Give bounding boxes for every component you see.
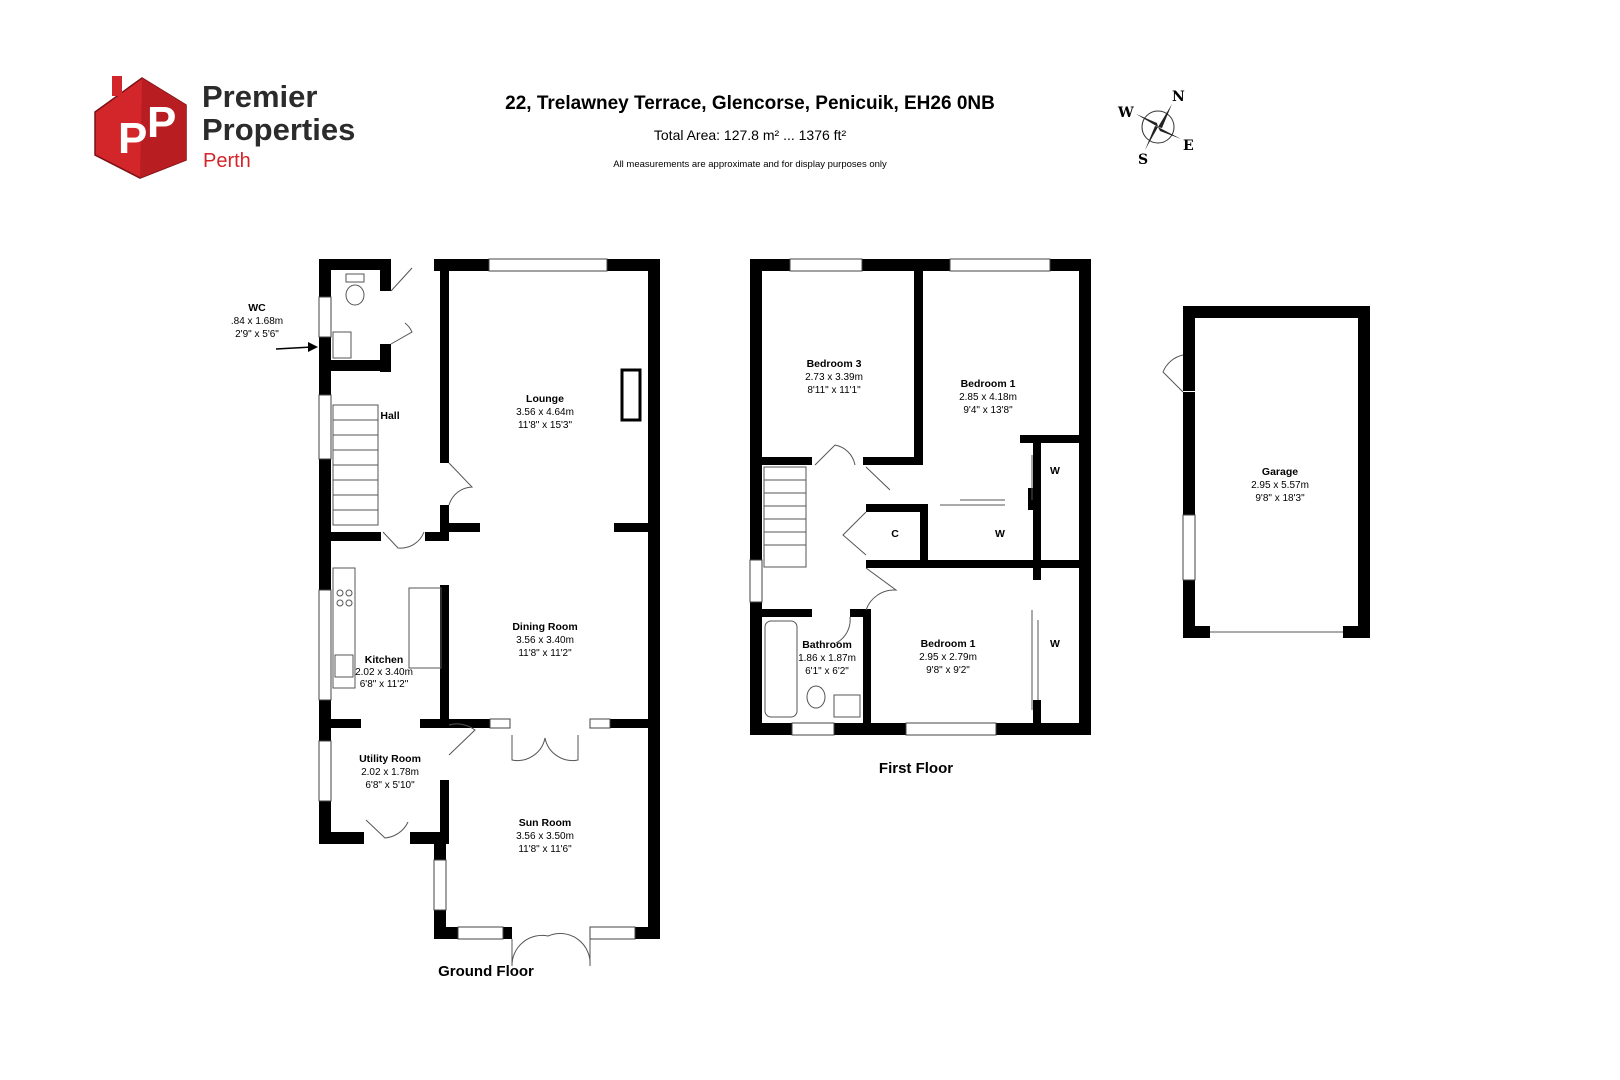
room-bath-metric: 1.86 x 1.87m (798, 653, 856, 664)
room-utility-imperial: 6'8" x 5'10" (365, 780, 415, 791)
room-bath-name: Bathroom (802, 639, 852, 651)
disclaimer: All measurements are approximate and for… (613, 159, 887, 170)
total-area: Total Area: 127.8 m² ... 1376 ft² (654, 127, 847, 143)
room-bed3-metric: 2.73 x 3.39m (805, 372, 863, 383)
compass-e: E (1183, 138, 1194, 154)
room-dining-name: Dining Room (512, 621, 577, 633)
room-wardrobe-label-2: W (995, 528, 1005, 540)
room-bed1a-metric: 2.85 x 4.18m (959, 392, 1017, 403)
room-bed1a-name: Bedroom 1 (961, 378, 1016, 390)
compass-icon: N S E W (1117, 89, 1194, 168)
room-bed1a-imperial: 9'4" x 13'8" (963, 405, 1013, 416)
brand-line2: Properties (202, 112, 355, 147)
room-bed3-imperial: 8'11" x 11'1" (807, 385, 861, 396)
room-hall-name: Hall (380, 410, 399, 422)
brand-line3: Perth (203, 150, 251, 172)
room-labels: WC .84 x 1.68m 2'9" x 5'6" Hall Lounge 3… (231, 302, 1309, 855)
room-bath-imperial: 6'1" x 6'2" (805, 666, 849, 677)
room-wc-name: WC (248, 302, 266, 314)
room-dining-metric: 3.56 x 3.40m (516, 635, 574, 646)
logo: P P Premier Properties Perth (94, 76, 355, 179)
first-floor-plan (749, 258, 1091, 736)
brand-line1: Premier (202, 79, 317, 114)
room-kitchen-name: Kitchen (365, 654, 404, 666)
compass-n: N (1172, 89, 1185, 105)
room-bed1b-metric: 2.95 x 2.79m (919, 652, 977, 663)
room-sun-imperial: 11'8" x 11'6" (518, 844, 572, 855)
garage-plan (1162, 306, 1370, 638)
room-garage-metric: 2.95 x 5.57m (1251, 480, 1309, 491)
compass-s: S (1138, 152, 1148, 168)
room-dining-imperial: 11'8" x 11'2" (518, 648, 572, 659)
room-sun-name: Sun Room (519, 817, 572, 829)
room-garage-name: Garage (1262, 466, 1298, 478)
room-utility-name: Utility Room (359, 753, 421, 765)
logo-letter-1: P (118, 114, 147, 163)
room-kitchen-metric: 2.02 x 3.40m (355, 667, 413, 678)
room-bed1b-name: Bedroom 1 (921, 638, 976, 650)
room-lounge-imperial: 11'8" x 15'3" (518, 420, 573, 431)
room-sun-metric: 3.56 x 3.50m (516, 831, 574, 842)
room-lounge-name: Lounge (526, 393, 564, 405)
room-utility-metric: 2.02 x 1.78m (361, 767, 419, 778)
staircase (332, 404, 379, 526)
room-lounge-metric: 3.56 x 4.64m (516, 407, 574, 418)
logo-letter-2: P (147, 98, 176, 147)
compass-w: W (1117, 105, 1134, 121)
room-wc-imperial: 2'9" x 5'6" (235, 329, 279, 340)
room-cupboard-label: C (891, 528, 899, 540)
ground-floor-plan (275, 258, 660, 967)
room-wardrobe-label-1: W (1050, 465, 1060, 477)
room-bed1b-imperial: 9'8" x 9'2" (926, 665, 970, 676)
first-floor-label: First Floor (879, 760, 953, 777)
staircase-first (763, 466, 807, 568)
room-bed3-name: Bedroom 3 (807, 358, 862, 370)
ground-floor-label: Ground Floor (438, 963, 534, 980)
room-wardrobe-label-3: W (1050, 638, 1060, 650)
room-kitchen-imperial: 6'8" x 11'2" (360, 679, 409, 690)
address-title: 22, Trelawney Terrace, Glencorse, Penicu… (505, 93, 995, 114)
room-garage-imperial: 9'8" x 18'3" (1255, 493, 1305, 504)
room-wc-metric: .84 x 1.68m (231, 316, 283, 327)
